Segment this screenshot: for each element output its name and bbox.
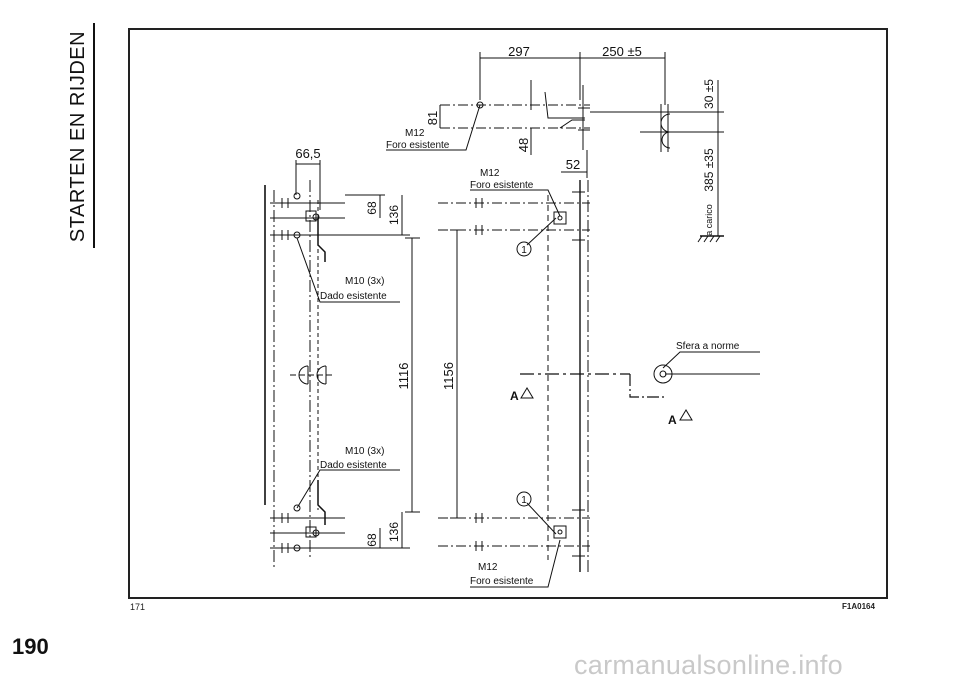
callout-1-top-circle — [516, 241, 532, 257]
leader-foro-middle-bottom — [470, 539, 561, 588]
dimension-1116 — [405, 237, 420, 513]
dim-1116-label: 1116 — [396, 363, 411, 390]
section-title-rule — [93, 23, 95, 248]
watermark: carmanualsonline.info — [574, 650, 843, 680]
dim-136-top-label: 136 — [387, 205, 401, 225]
ball-top-view — [653, 364, 673, 384]
m10-bottom-label: M10 (3x) — [345, 446, 384, 457]
figure-frame — [128, 28, 888, 599]
m10-top-label: M10 (3x) — [345, 276, 384, 287]
leader-foro-top — [386, 104, 481, 151]
sfera-label: Sfera a norme — [676, 341, 740, 352]
middle-bottom-bracket — [438, 509, 590, 557]
dim-81-label: 81 — [425, 111, 440, 125]
callout-1-bottom-circle — [516, 491, 532, 507]
dim-1156-label: 1156 — [441, 362, 456, 390]
side-ball-view — [590, 104, 712, 152]
leader-dado-bottom — [296, 469, 400, 509]
dado-bottom-label: Dado esistente — [320, 460, 387, 471]
dimension-52 — [561, 150, 588, 178]
dim-385-label: 385 ±35 — [702, 148, 716, 192]
dimension-68-top — [345, 194, 385, 218]
leader-foro-middle-top — [470, 189, 561, 217]
callout-1-top-leader — [526, 217, 557, 246]
section-marker-right: A — [668, 413, 677, 427]
dimension-136-bottom — [345, 512, 410, 549]
section-cut-line — [520, 373, 760, 398]
dim-136-bottom-label: 136 — [387, 522, 401, 542]
leader-dado-top — [296, 237, 400, 303]
left-top-bracket — [270, 192, 345, 262]
a-carico-label: a carico — [704, 204, 714, 236]
foro-middle-top-label: Foro esistente — [470, 180, 534, 191]
figure-label: 171 — [130, 602, 146, 612]
section-arrow-right — [679, 409, 693, 421]
foro-top-label: Foro esistente — [386, 140, 450, 151]
left-tow-ball — [290, 365, 335, 385]
callout-1-bottom-leader — [526, 502, 557, 535]
dim-68-top-label: 68 — [365, 201, 379, 215]
dimension-66-5 — [295, 160, 321, 210]
leader-sfera — [662, 351, 760, 369]
figure-code: F1A0164 — [842, 602, 875, 611]
dim-297-label: 297 — [508, 44, 530, 59]
dim-30-label: 30 ±5 — [702, 79, 716, 109]
callout-1-top: 1 — [521, 245, 527, 256]
callout-1-bottom: 1 — [521, 495, 527, 506]
dim-52-label: 52 — [566, 157, 580, 172]
section-arrow-left — [520, 387, 534, 399]
dim-48-label: 48 — [516, 138, 531, 152]
m12-middle-bottom-label: M12 — [478, 562, 498, 573]
page-number: 190 — [12, 634, 49, 659]
m12-middle-top-label: M12 — [480, 168, 500, 179]
dado-top-label: Dado esistente — [320, 291, 387, 302]
top-view-drawing — [440, 85, 590, 150]
middle-top-bracket — [438, 191, 590, 241]
dimension-1156 — [450, 229, 464, 519]
foro-middle-bottom-label: Foro esistente — [470, 576, 534, 587]
dimension-297 — [479, 52, 581, 100]
m12-top-label: M12 — [405, 128, 425, 139]
dim-250-label: 250 ±5 — [602, 44, 642, 59]
section-marker-left: A — [510, 389, 519, 403]
dimension-250 — [580, 52, 666, 105]
left-bottom-bracket — [270, 480, 345, 553]
dimension-136-top — [345, 195, 410, 236]
dim-68-bottom-label: 68 — [365, 533, 379, 547]
ground-hatch — [697, 235, 724, 243]
dim-66-5-label: 66,5 — [295, 146, 320, 161]
